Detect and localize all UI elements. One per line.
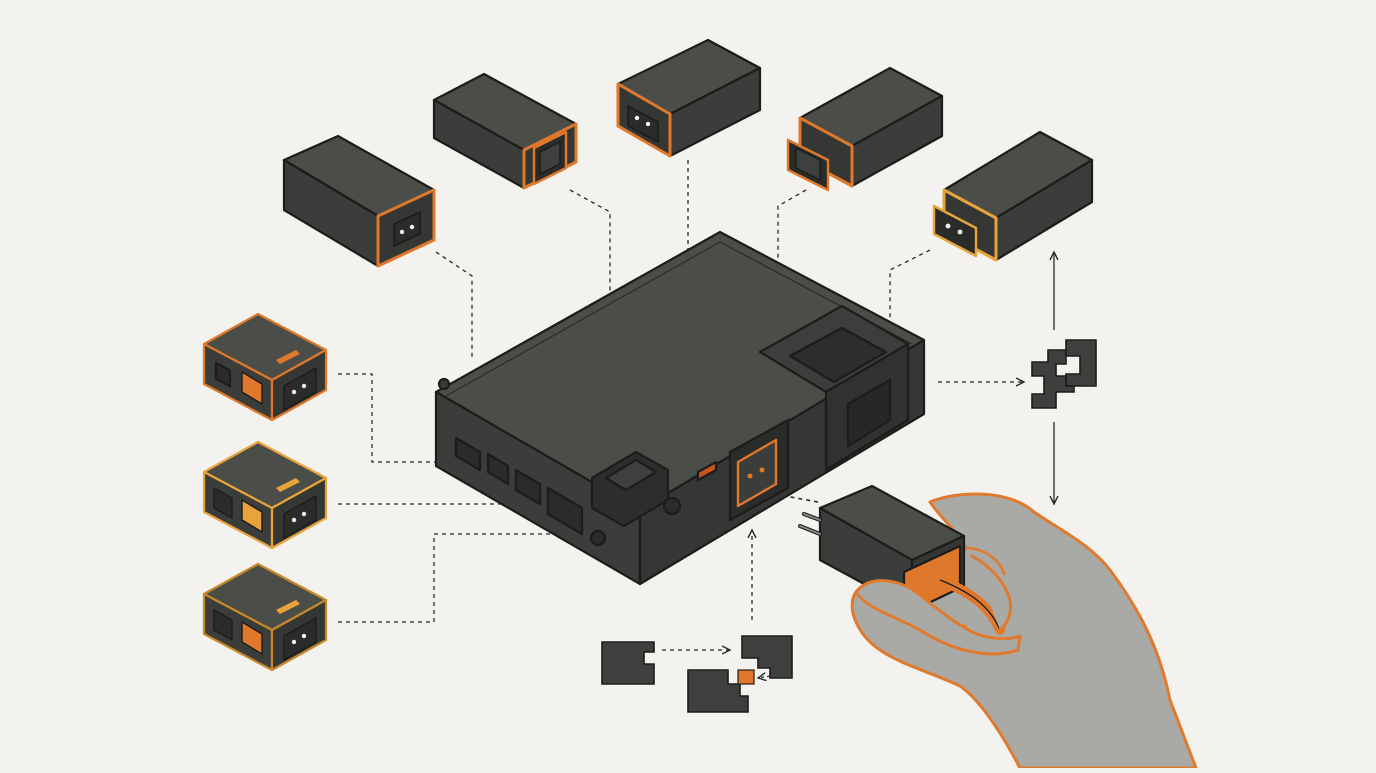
hand-fingers bbox=[854, 554, 1022, 656]
dc-jack bbox=[589, 529, 607, 547]
puzzle-piece-icon bbox=[601, 641, 655, 685]
figure-8-socket bbox=[393, 211, 421, 247]
power-brick-icon bbox=[786, 66, 944, 192]
vent-grille bbox=[546, 486, 584, 536]
dc-jack bbox=[662, 496, 682, 516]
socket-module-icon bbox=[202, 440, 328, 550]
power-brick-icon bbox=[282, 134, 436, 268]
usb-port bbox=[454, 436, 482, 472]
power-brick-icon bbox=[432, 72, 578, 190]
ac-inlet-face bbox=[736, 438, 778, 508]
usb-port bbox=[486, 452, 510, 486]
puzzle-key-highlight bbox=[737, 669, 755, 685]
power-station-icon bbox=[434, 230, 926, 586]
socket-module-icon bbox=[202, 562, 328, 672]
figure-8-socket bbox=[627, 105, 659, 143]
leader-line-brick-1 bbox=[435, 251, 473, 360]
leader-line-module-3 bbox=[338, 533, 590, 623]
power-brick-icon bbox=[932, 130, 1094, 262]
led-strip bbox=[696, 460, 718, 482]
puzzle-piece-icon bbox=[741, 635, 793, 679]
c8-socket bbox=[932, 204, 978, 258]
socket-module-icon bbox=[202, 312, 328, 422]
puzzle-piece-icon bbox=[687, 669, 749, 713]
power-brick-icon bbox=[616, 38, 762, 158]
ethernet-port bbox=[514, 468, 542, 506]
leader-line-module-1 bbox=[338, 373, 470, 463]
interlock-bracket-icon bbox=[1031, 339, 1097, 409]
